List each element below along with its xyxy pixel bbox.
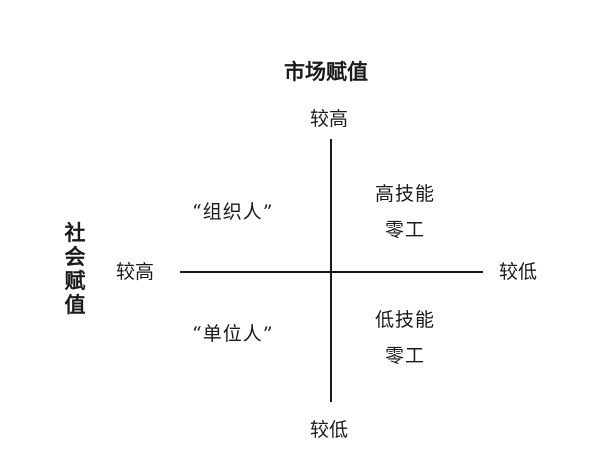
horizontal-axis-title-char: 赋 <box>64 269 86 293</box>
vertical-axis-title: 市场赋值 <box>284 60 368 84</box>
horizontal-axis-left-label: 较高 <box>116 261 155 283</box>
horizontal-axis-title-char: 值 <box>64 293 86 317</box>
horizontal-axis-title: 社 会 赋 值 <box>63 221 87 317</box>
vertical-axis-top-label: 较高 <box>310 108 349 130</box>
vertical-axis-bottom-label: 较低 <box>310 419 349 441</box>
quadrant-bottom-right-label: 低技能 零工 <box>367 302 443 374</box>
quadrant-top-left-label: “组织人” <box>192 201 274 223</box>
quadrant-top-right-line2: 零工 <box>384 219 425 241</box>
quadrant-top-right-line1: 高技能 <box>374 183 435 205</box>
horizontal-axis-title-char: 社 <box>64 221 86 245</box>
horizontal-axis-title-char: 会 <box>64 245 86 269</box>
quadrant-bottom-right-line1: 低技能 <box>374 309 435 331</box>
quadrant-top-right-label: 高技能 零工 <box>367 176 443 248</box>
quadrant-bottom-left-label: “单位人” <box>192 323 274 345</box>
horizontal-axis-right-label: 较低 <box>499 261 538 283</box>
quadrant-bottom-right-line2: 零工 <box>384 345 425 367</box>
